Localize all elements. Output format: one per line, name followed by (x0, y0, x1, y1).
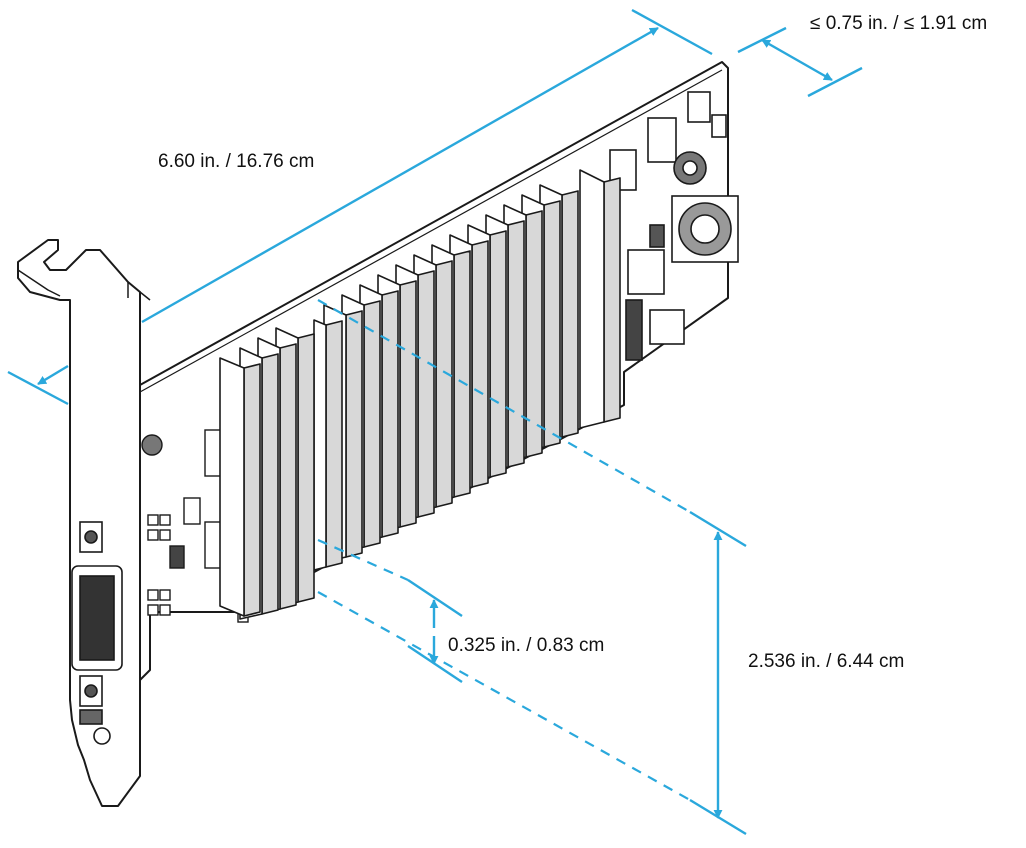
heatsink-front-fin (219, 357, 261, 617)
bottom-offset-label: 0.325 in. / 0.83 cm (448, 635, 605, 656)
heatsink-fin (579, 169, 621, 429)
length-label: 6.60 in. / 16.76 cm (158, 151, 315, 172)
thickness-extension-right (807, 66, 863, 98)
heatsink (219, 169, 621, 620)
offset-extension-top (407, 579, 463, 617)
pcb-components (609, 91, 739, 361)
dimension-lines (7, 8, 863, 836)
heatsink-fin (313, 319, 343, 571)
thickness-dimension-line (761, 38, 833, 82)
thickness-label: ≤ 0.75 in. / ≤ 1.91 cm (810, 13, 988, 34)
length-left-arrow (37, 364, 69, 386)
length-extension-line (631, 8, 713, 56)
height-label: 2.536 in. / 6.44 cm (748, 651, 905, 672)
length-left-extension-line (7, 370, 69, 406)
projection-bottom-line (317, 591, 691, 801)
length-dimension-line (141, 26, 659, 324)
height-extension-top (689, 510, 747, 548)
dvi-connector (71, 521, 123, 745)
